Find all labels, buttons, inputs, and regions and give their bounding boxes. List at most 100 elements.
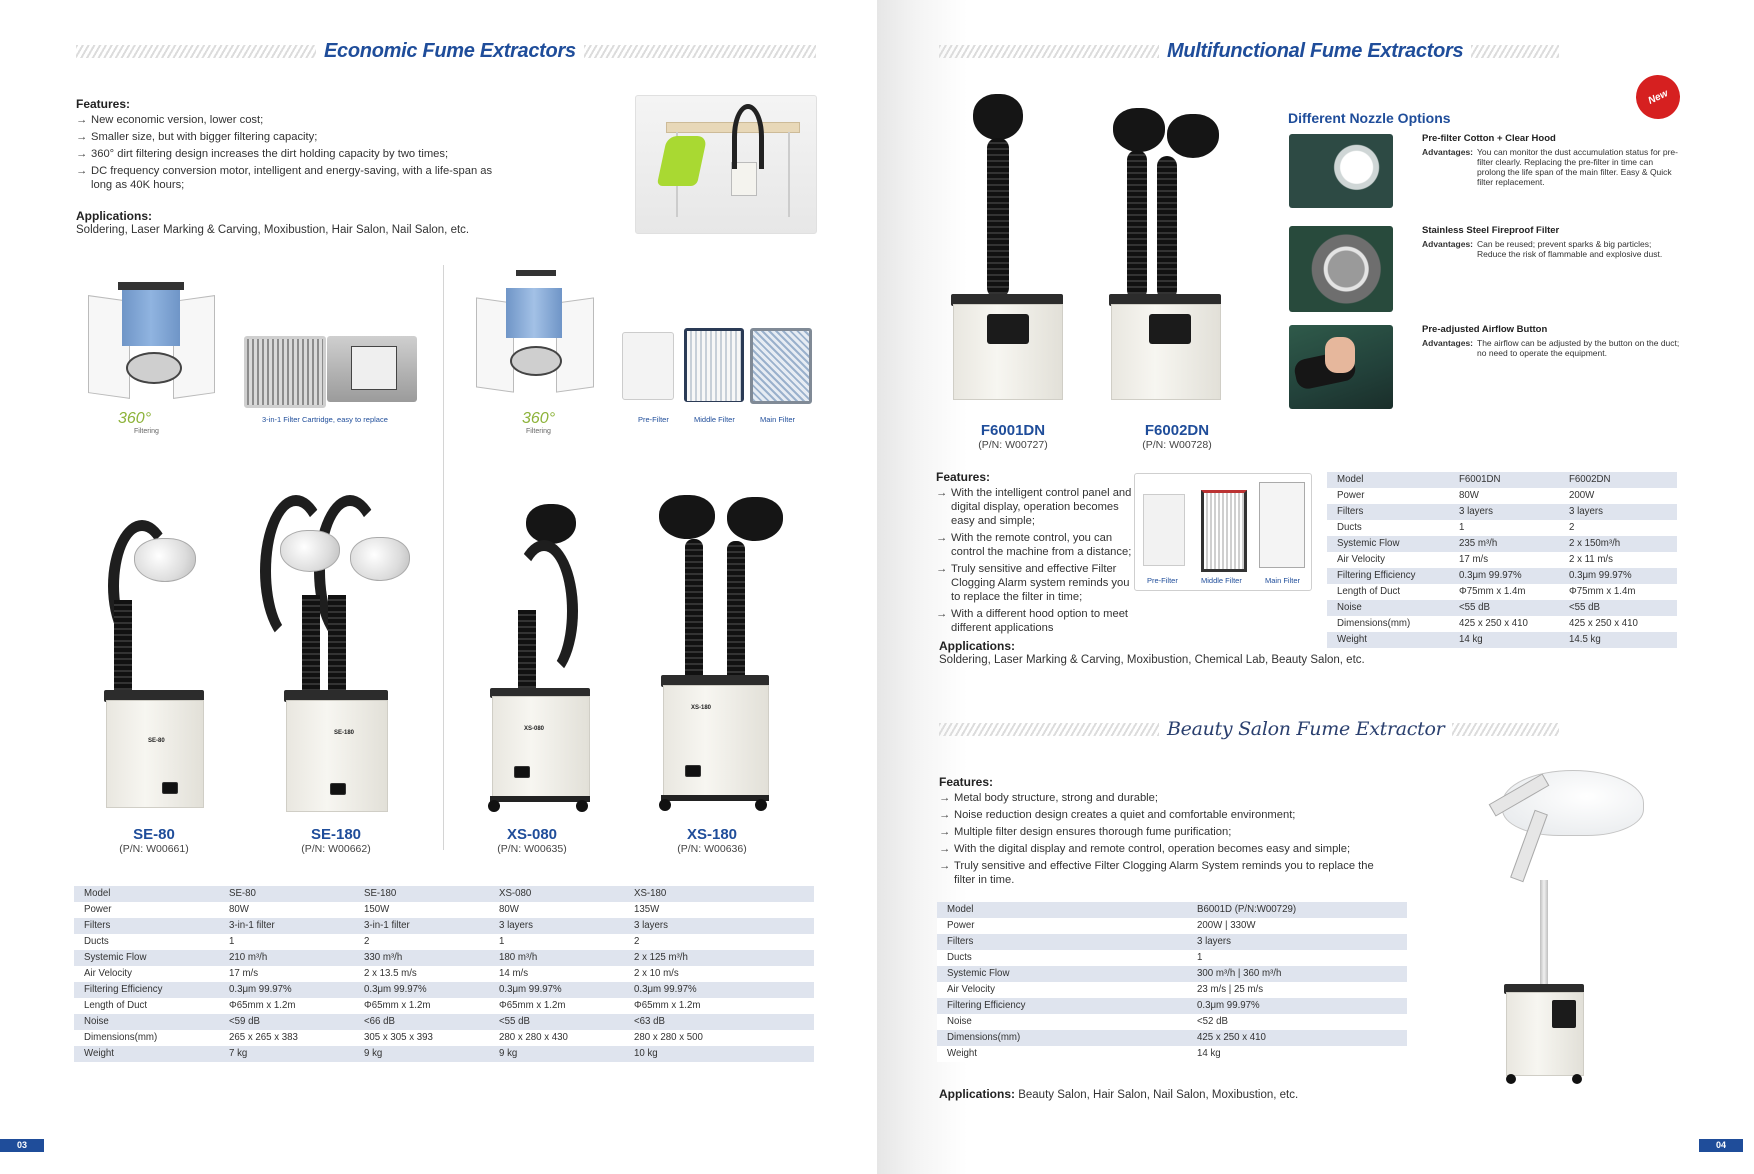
feature-item: Truly sensitive and effective Filter Clo… <box>936 562 1136 604</box>
table-cell: 0.3μm 99.97% <box>354 982 489 998</box>
table-row: Dimensions(mm)425 x 250 x 410 <box>937 1030 1407 1046</box>
applications-block: Applications: Soldering, Laser Marking &… <box>76 210 556 237</box>
applications-block-beauty: Applications: Beauty Salon, Hair Salon, … <box>939 1088 1439 1102</box>
extractor-body <box>492 696 590 798</box>
section-header-beauty: Beauty Salon Fume Extractor <box>939 718 1559 740</box>
f-series-filter-photo: Pre-Filter Middle Filter Main Filter <box>1134 473 1312 591</box>
table-row-label: Filters <box>1327 504 1449 520</box>
table-row-label: Weight <box>937 1046 1187 1062</box>
table-cell: B6001D (P/N:W00729) <box>1187 902 1407 918</box>
table-cell: 2 <box>354 934 489 950</box>
cartridge-box-photo <box>327 336 417 402</box>
xs-cutaway-image <box>476 270 596 400</box>
title-hatch <box>1452 722 1559 736</box>
title-hatch <box>583 45 816 58</box>
table-cell: Φ75mm x 1.4m <box>1449 584 1559 600</box>
table-cell: 23 m/s | 25 m/s <box>1187 982 1407 998</box>
device-label: XS-080 <box>524 726 545 732</box>
table-cell: <63 dB <box>624 1014 814 1030</box>
feature-item: Truly sensitive and effective Filter Clo… <box>939 859 1379 887</box>
table-cell: 2 x 150m³/h <box>1559 536 1677 552</box>
table-cell: 2 x 13.5 m/s <box>354 966 489 982</box>
advantages-text: You can monitor the dust accumulation st… <box>1477 147 1678 187</box>
table-cell: 180 m³/h <box>489 950 624 966</box>
feature-item: Metal body structure, strong and durable… <box>939 791 1379 805</box>
table-row-label: Noise <box>1327 600 1449 616</box>
main-filter-photo <box>750 328 812 404</box>
table-row-label: Dimensions(mm) <box>937 1030 1187 1046</box>
table-cell: 80W <box>219 902 354 918</box>
table-cell: 7 kg <box>219 1046 354 1062</box>
feature-item: DC frequency conversion motor, intellige… <box>76 164 496 192</box>
right-page: Multifunctional Fume Extractors New F600… <box>877 0 1754 1174</box>
table-cell: 3 layers <box>1559 504 1677 520</box>
se-cutaway-image <box>88 278 218 403</box>
table-cell: 235 m³/h <box>1449 536 1559 552</box>
filter-caption: Middle Filter <box>694 415 735 424</box>
new-badge: New <box>1632 71 1684 123</box>
title-hatch <box>939 722 1159 736</box>
applications-text: Soldering, Laser Marking & Carving, Moxi… <box>76 224 470 236</box>
control-panel <box>1552 1000 1576 1028</box>
table-cell: 10 kg <box>624 1046 814 1062</box>
table-row: Noise<52 dB <box>937 1014 1407 1030</box>
section-title: Beauty Salon Fume Extractor <box>1167 718 1445 740</box>
nozzle-option-1: Pre-filter Cotton + Clear Hood Advantage… <box>1422 134 1682 188</box>
table-row: Noise<59 dB<66 dB<55 dB<63 dB <box>74 1014 814 1030</box>
table-row-label: Filtering Efficiency <box>74 982 219 998</box>
extractor-body <box>663 685 769 797</box>
table-cell: 14.5 kg <box>1559 632 1677 648</box>
table-row-label: Ducts <box>74 934 219 950</box>
table-cell: 135W <box>624 902 814 918</box>
features-list: Metal body structure, strong and durable… <box>939 791 1379 887</box>
xs-180-image: XS-180 <box>655 485 795 820</box>
table-cell: Φ65mm x 1.2m <box>624 998 814 1014</box>
clear-hood <box>350 537 410 581</box>
table-cell: SE-180 <box>354 886 489 902</box>
feature-item: Noise reduction design creates a quiet a… <box>939 808 1379 822</box>
table-cell: SE-80 <box>219 886 354 902</box>
table-cell: Φ65mm x 1.2m <box>489 998 624 1014</box>
model-name: XS-180 <box>686 826 738 843</box>
table-cell: Φ75mm x 1.4m <box>1559 584 1677 600</box>
table-cell: 3 layers <box>624 918 814 934</box>
table-cell: 9 kg <box>489 1046 624 1062</box>
table-cell: <52 dB <box>1187 1014 1407 1030</box>
filter-caption: Main Filter <box>760 415 796 424</box>
model-part-number: (P/N: W00661) <box>119 843 189 855</box>
filter-caption: Pre-Filter <box>1147 576 1178 585</box>
badge-360: 360° <box>118 410 152 427</box>
table-cell: <59 dB <box>219 1014 354 1030</box>
table-row-label: Ducts <box>937 950 1187 966</box>
table-row-label: Model <box>937 902 1187 918</box>
black-hood <box>1113 108 1165 152</box>
table-cell: 265 x 265 x 383 <box>219 1030 354 1046</box>
table-cell: Φ65mm x 1.2m <box>219 998 354 1014</box>
table-row-label: Filters <box>937 934 1187 950</box>
table-cell: 80W <box>1449 488 1559 504</box>
table-cell: XS-180 <box>624 886 814 902</box>
badge-360-sub: Filtering <box>134 428 159 435</box>
applications-heading: Applications: <box>939 1087 1016 1101</box>
table-cell: 2 x 125 m³/h <box>624 950 814 966</box>
table-cell: 1 <box>489 934 624 950</box>
table-row-label: Air Velocity <box>937 982 1187 998</box>
badge-360: 360° <box>522 410 556 427</box>
nozzle-photo-prefilter <box>1289 134 1393 208</box>
table-cell: 200W | 330W <box>1187 918 1407 934</box>
